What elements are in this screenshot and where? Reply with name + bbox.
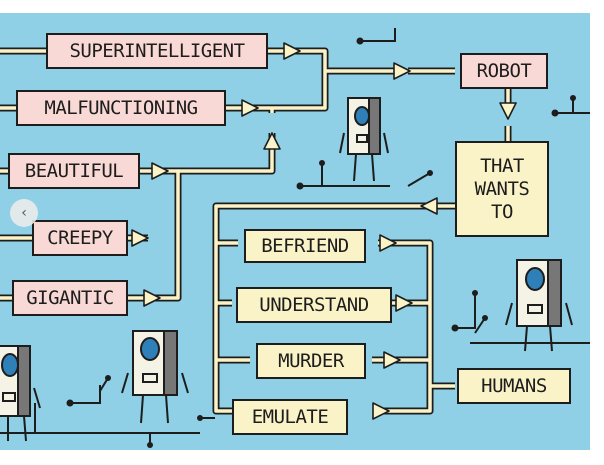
robot-figure-bottom	[121, 330, 189, 424]
adjective-box-malfunctioning: MALFUNCTIONING	[16, 90, 226, 126]
subject-box-robot: ROBOT	[460, 53, 548, 89]
verb-box-understand: UNDERSTAND	[236, 287, 392, 323]
verb-box-emulate: EMULATE	[232, 399, 348, 435]
connector-line-2: WANTS	[474, 177, 530, 200]
comic-panel: SUPERINTELLIGENT MALFUNCTIONING BEAUTIFU…	[0, 13, 590, 450]
adjective-box-superintelligent: SUPERINTELLIGENT	[46, 33, 268, 69]
robot-figure-left	[0, 345, 41, 442]
adjective-box-beautiful: BEAUTIFUL	[8, 153, 140, 189]
adjective-box-creepy: CREEPY	[32, 220, 128, 256]
verb-box-befriend: BEFRIEND	[244, 229, 366, 263]
circuit-traces	[0, 28, 590, 445]
connector-box-that-wants-to: THAT WANTS TO	[455, 141, 549, 237]
robot-figure-top	[339, 97, 389, 182]
robot-figure-right	[505, 259, 573, 352]
chevron-left-icon: ‹	[21, 205, 27, 221]
connector-line-1: THAT	[480, 154, 524, 177]
object-box-humans: HUMANS	[457, 368, 571, 404]
arrowheads	[131, 42, 517, 420]
connector-line-3: TO	[491, 200, 513, 223]
carousel-prev-button[interactable]: ‹	[10, 199, 38, 227]
adjective-box-gigantic: GIGANTIC	[12, 280, 128, 316]
circuit-nodes	[66, 37, 576, 448]
verb-box-murder: MURDER	[256, 343, 366, 379]
